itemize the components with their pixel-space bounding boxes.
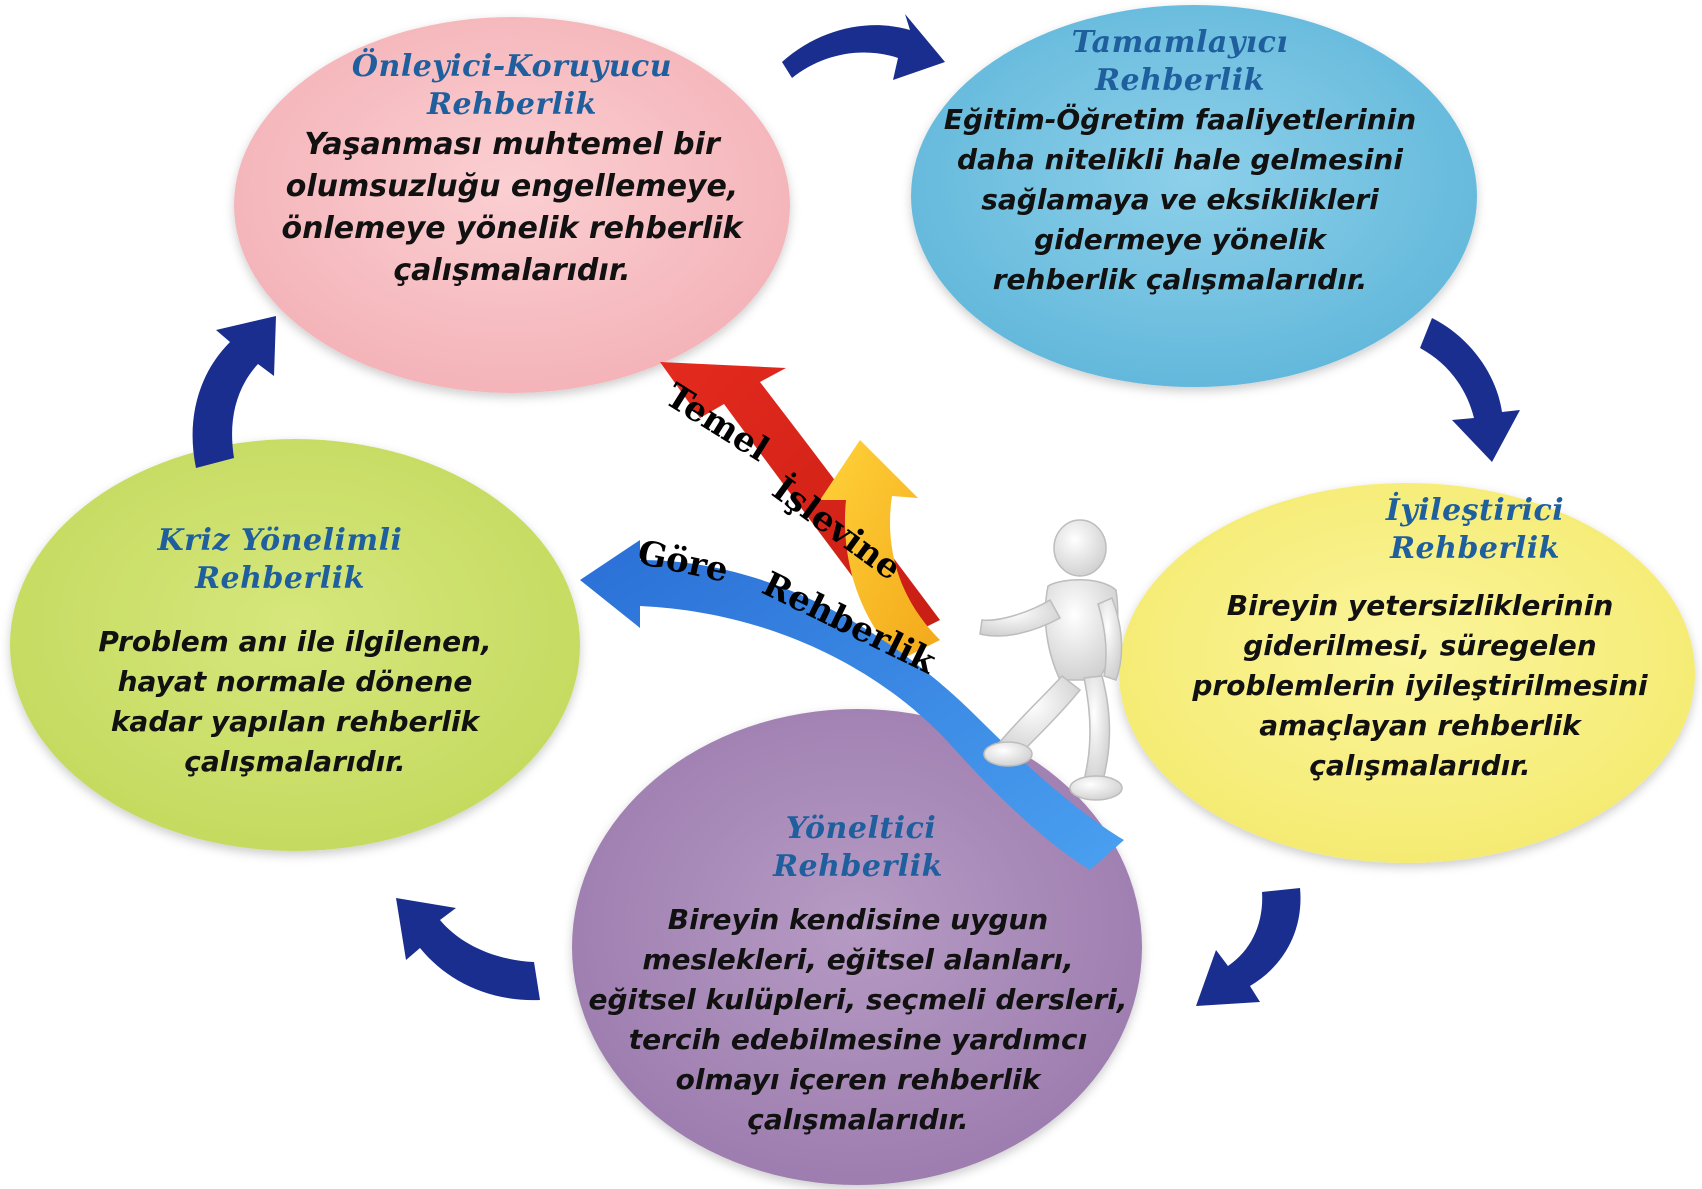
curved-arrow-icon (396, 898, 540, 1001)
tamamlayici-body-2: daha nitelikli hale gelmesini (957, 143, 1403, 176)
yoneltici-title-1: Yöneltici (785, 811, 937, 846)
iyilestirici-body-2: giderilmesi, süregelen (1243, 629, 1597, 662)
iyilestirici-body-5: çalışmalarıdır. (1309, 749, 1531, 782)
onleyici-title-2: Rehberlik (427, 87, 597, 122)
yoneltici-title-2: Rehberlik (773, 849, 943, 884)
tamamlayici-title-2: Rehberlik (1095, 63, 1265, 98)
yellow-direction-arrow (820, 440, 940, 660)
yoneltici-body-6: çalışmalarıdır. (747, 1103, 969, 1136)
tamamlayici-body-5: rehberlik çalışmalarıdır. (992, 263, 1368, 296)
iyilestirici-body-4: amaçlayan rehberlik (1259, 709, 1581, 742)
kriz-body-4: çalışmalarıdır. (184, 745, 406, 778)
onleyici-body-4: çalışmalarıdır. (393, 253, 631, 288)
cycle-arrows (192, 14, 1520, 1006)
yoneltici-body-1: Bireyin kendisine uygun (667, 903, 1049, 936)
iyilestirici-text: İyileştirici Rehberlik Bireyin yetersizl… (1150, 492, 1690, 786)
onleyici-body-2: olumsuzluğu engellemeye, (285, 169, 739, 204)
onleyici-body-3: önlemeye yönelik rehberlik (281, 211, 743, 246)
kriz-body-2: hayat normale dönene (117, 665, 473, 698)
walking-person-figure (979, 519, 1123, 801)
iyilestirici-body-3: problemlerin iyileştirilmesini (1192, 669, 1648, 702)
yoneltici-body-2: meslekleri, eğitsel alanları, (642, 943, 1074, 976)
bubble-iyilestirici (1119, 483, 1695, 863)
curved-arrow-icon (782, 14, 945, 80)
yoneltici-body-5: olmayı içeren rehberlik (675, 1063, 1041, 1096)
yoneltici-text: Yöneltici Rehberlik Bireyin kendisine uy… (578, 810, 1138, 1140)
tamamlayici-text: Tamamlayıcı Rehberlik Eğitim-Öğretim faa… (920, 24, 1440, 300)
onleyici-title-1: Önleyici-Koruyucu (351, 49, 673, 84)
curved-arrow-icon (192, 316, 276, 468)
yoneltici-body-4: tercih edebilmesine yardımcı (628, 1023, 1088, 1056)
curved-arrow-icon (1420, 318, 1520, 462)
bubble-yoneltici (572, 709, 1142, 1185)
kriz-text: Kriz Yönelimli Rehberlik Problem anı ile… (40, 522, 550, 782)
tamamlayici-body-1: Eğitim-Öğretim faaliyetlerinin (943, 103, 1417, 136)
kriz-body-1: Problem anı ile ilgilenen, (98, 625, 492, 658)
tamamlayici-title-1: Tamamlayıcı (1071, 25, 1289, 60)
kriz-title-2: Rehberlik (195, 561, 365, 596)
onleyici-text: Önleyici-Koruyucu Rehberlik Yaşanması mu… (262, 48, 762, 292)
iyilestirici-title-2: Rehberlik (1390, 531, 1560, 566)
kriz-title-1: Kriz Yönelimli (157, 523, 403, 558)
blue-direction-arrow (580, 540, 1124, 870)
onleyici-body-1: Yaşanması muhtemel bir (304, 127, 720, 162)
iyilestirici-body-1: Bireyin yetersizliklerinin (1226, 589, 1614, 622)
tamamlayici-body-4: gidermeye yönelik (1034, 223, 1326, 256)
curved-arrow-icon (1196, 888, 1301, 1006)
iyilestirici-title-1: İyileştirici (1385, 493, 1565, 528)
bubble-onleyici (234, 17, 790, 393)
kriz-body-3: kadar yapılan rehberlik (110, 705, 480, 738)
yoneltici-body-3: eğitsel kulüpleri, seçmeli dersleri, (588, 983, 1128, 1016)
bubble-kriz (10, 439, 580, 851)
bubble-tamamlayici (911, 5, 1477, 387)
tamamlayici-body-3: sağlamaya ve eksiklikleri (981, 183, 1379, 216)
